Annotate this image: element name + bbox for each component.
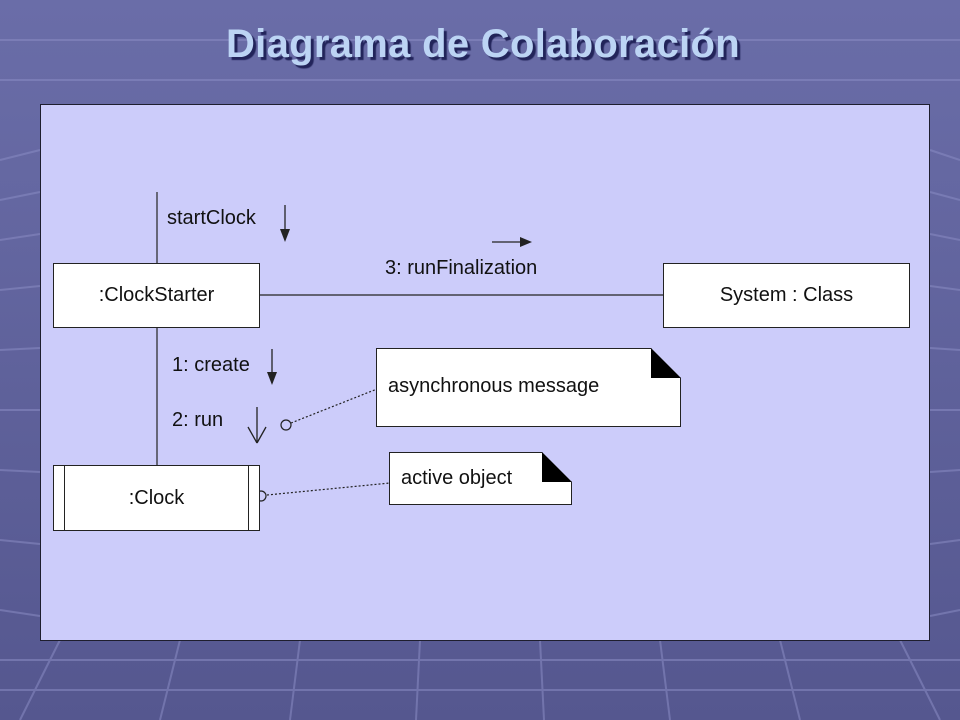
active-note-anchor bbox=[255, 482, 391, 502]
clock-label: :Clock bbox=[128, 486, 185, 509]
active-object-note-text: active object bbox=[401, 467, 513, 489]
diagram-panel: :ClockStarter System : Class :Clock star… bbox=[40, 104, 930, 641]
run-async-arrow bbox=[247, 407, 267, 444]
active-object-note: active object bbox=[389, 452, 572, 505]
active-object-bar-right bbox=[248, 466, 249, 530]
system-class-label: System : Class bbox=[719, 284, 854, 306]
run-message: 2: run bbox=[172, 409, 224, 431]
clock-starter-label: :ClockStarter bbox=[98, 284, 215, 306]
start-clock-arrow bbox=[280, 205, 290, 242]
start-clock-message: startClock bbox=[167, 207, 256, 229]
clock-active-object: :Clock bbox=[53, 465, 260, 531]
run-finalization-message: 3: runFinalization bbox=[385, 257, 538, 279]
run-finalization-arrow bbox=[492, 237, 532, 247]
active-object-bar-left bbox=[64, 466, 65, 530]
create-arrow bbox=[267, 349, 277, 385]
asynchronous-message-note: asynchronous message bbox=[376, 348, 681, 427]
clock-starter-object: :ClockStarter bbox=[53, 263, 260, 328]
note-fold-flap bbox=[542, 452, 572, 482]
slide-title: Diagrama de Colaboración bbox=[226, 22, 740, 66]
note-fold-flap bbox=[651, 348, 681, 378]
asynchronous-message-note-text: asynchronous message bbox=[388, 375, 600, 397]
system-class-object: System : Class bbox=[663, 263, 910, 328]
async-note-anchor bbox=[280, 388, 378, 431]
create-message: 1: create bbox=[172, 354, 250, 376]
